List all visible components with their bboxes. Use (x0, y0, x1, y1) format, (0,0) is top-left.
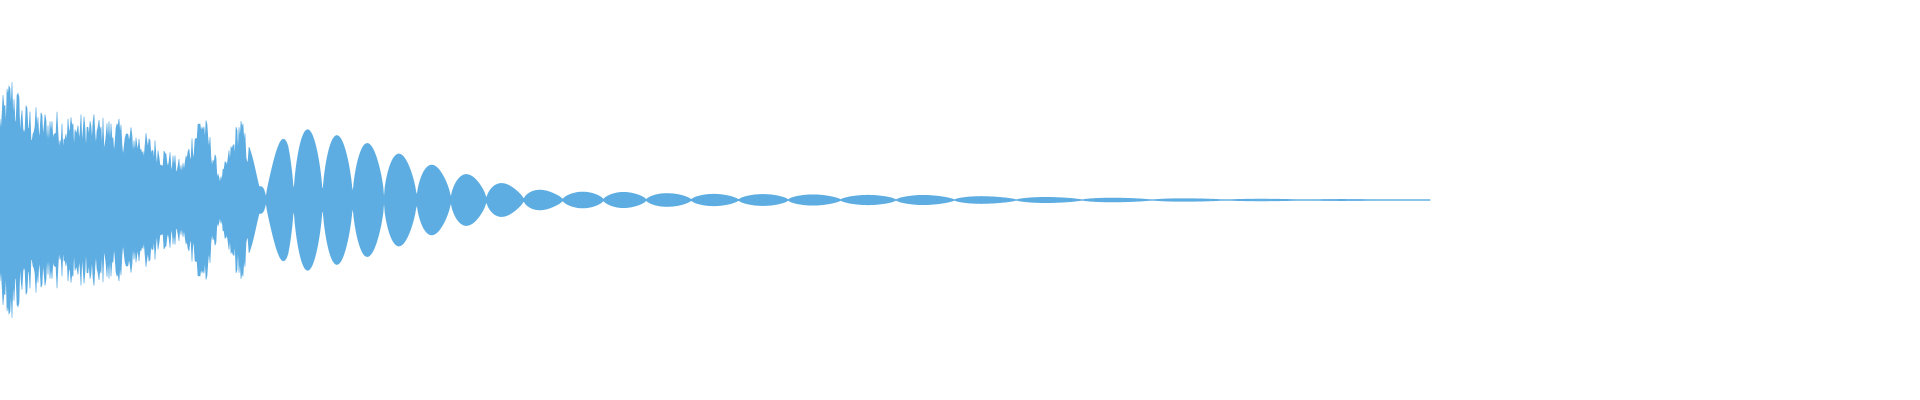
waveform-trace (0, 82, 1431, 318)
